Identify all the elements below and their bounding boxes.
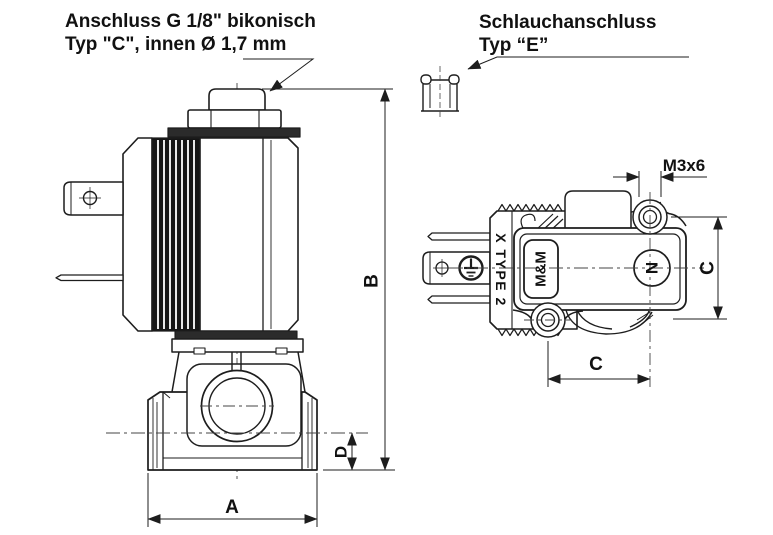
top-view-dimensions — [467, 56, 727, 387]
dimension-label-c-vertical: C — [698, 261, 719, 275]
side-view-dimensions — [147, 58, 395, 527]
type-c-annotation-line2: Typ "C", innen Ø 1,7 mm — [65, 34, 286, 55]
dimension-c-vertical — [671, 216, 727, 320]
dimension-b — [262, 88, 395, 471]
coil-type-marking: X TYPE 2 — [493, 233, 509, 306]
type-e-leader-line — [467, 56, 689, 70]
terminal-tab — [63, 181, 124, 216]
dimension-a — [147, 473, 318, 527]
dimension-m3x6 — [613, 171, 707, 197]
body-bottom-bulge — [565, 309, 654, 335]
dimension-label-a: A — [225, 497, 239, 518]
labels: Anschluss G 1/8" bikonisch Typ "C", inne… — [65, 11, 719, 518]
coil-ribs-serration-top — [497, 203, 563, 212]
hose-connector-symbol — [420, 66, 460, 117]
pilot-tube — [231, 352, 242, 372]
top-connector-cap — [208, 88, 266, 111]
terminal-pin — [55, 274, 124, 282]
coil-bottom-band — [174, 330, 298, 340]
top-view-drawing — [420, 66, 704, 387]
hex-nut — [187, 109, 282, 129]
flange-bolt-right — [275, 347, 288, 355]
dimension-label-c-horizontal: C — [589, 354, 603, 375]
bonnet-neck — [171, 351, 306, 393]
type-c-annotation-line1: Anschluss G 1/8" bikonisch — [65, 11, 316, 32]
brand-logo-text: M&M — [533, 251, 550, 287]
coil-end-block — [122, 137, 153, 332]
side-view-drawing — [55, 83, 368, 480]
type-c-leader-line — [243, 58, 315, 92]
terminal-pin-bottom — [427, 295, 491, 304]
coil-body — [199, 137, 299, 332]
neutral-marking-text: N — [643, 262, 662, 274]
coil-ribs — [151, 137, 201, 332]
brand-plate — [523, 239, 559, 299]
port-circle-outer — [200, 369, 274, 443]
dimension-label-m3x6: M3x6 — [663, 156, 706, 175]
terminal-pin-top — [427, 232, 491, 241]
top-bump-block — [564, 190, 632, 232]
type-e-annotation-line2: Typ “E” — [479, 35, 548, 56]
washer-band — [167, 127, 301, 138]
valve-body-inner-edge — [519, 233, 681, 305]
dimension-c-horizontal — [547, 341, 651, 387]
dimension-label-b: B — [362, 274, 383, 288]
flange-bolt-left — [193, 347, 206, 355]
dimension-label-d: D — [332, 446, 351, 458]
type-e-annotation-line1: Schlauchanschluss — [479, 12, 656, 33]
